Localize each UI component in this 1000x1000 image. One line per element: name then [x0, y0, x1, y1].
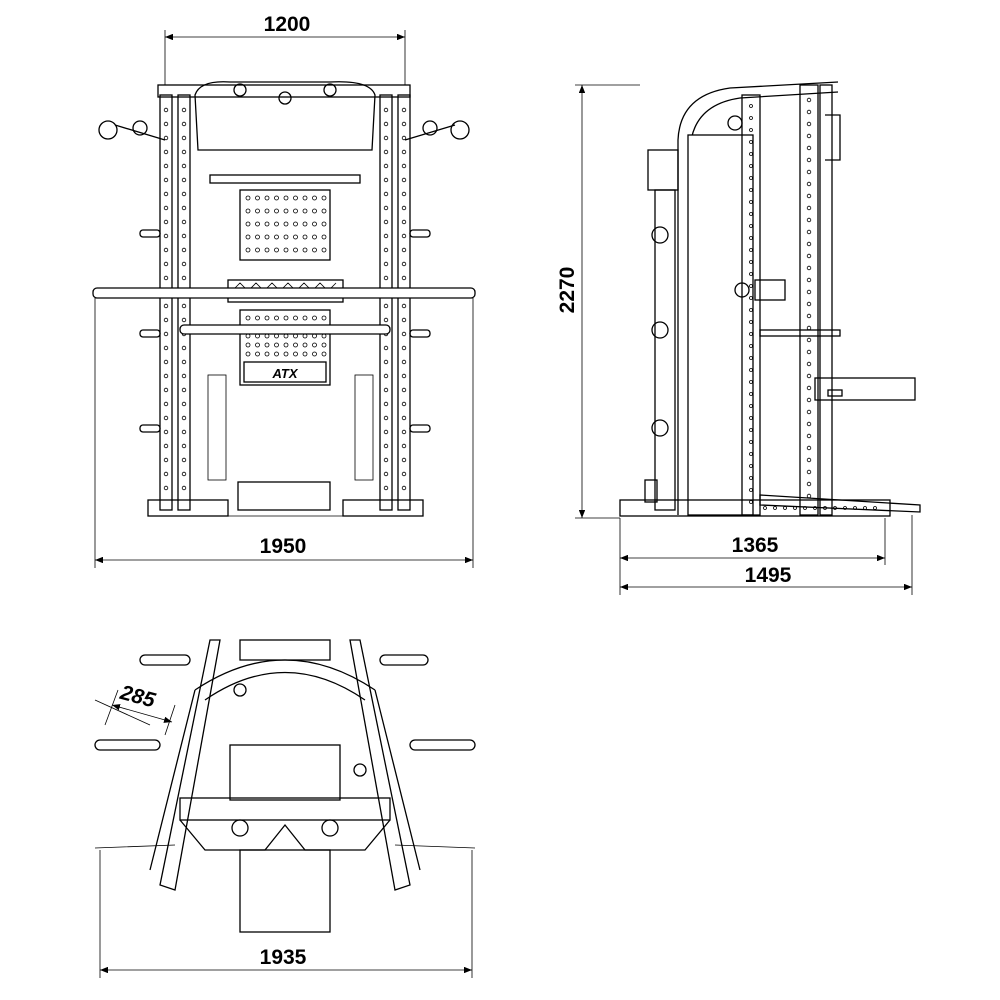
dimension-label: 1200 — [264, 13, 311, 36]
dimension-1365: 1365 — [619, 518, 886, 595]
side-view — [619, 81, 921, 517]
top-view — [94, 639, 476, 933]
dimension-1200: 1200 — [164, 13, 406, 85]
atx-logo: ATX — [271, 366, 298, 381]
dimension-2270: 2270 — [556, 84, 640, 519]
front-view: ATX — [92, 81, 476, 517]
dimension-label: 2270 — [556, 267, 579, 314]
dimension-label: 1935 — [260, 946, 307, 969]
dimension-1950: 1950 — [94, 298, 474, 568]
dimension-285: 285 — [94, 681, 176, 736]
dimension-label: 1495 — [745, 564, 792, 587]
dimension-label: 1365 — [732, 534, 779, 557]
dimension-1935: 1935 — [99, 850, 473, 978]
dimension-label: 1950 — [260, 535, 307, 558]
dimension-1495: 1495 — [620, 515, 913, 595]
